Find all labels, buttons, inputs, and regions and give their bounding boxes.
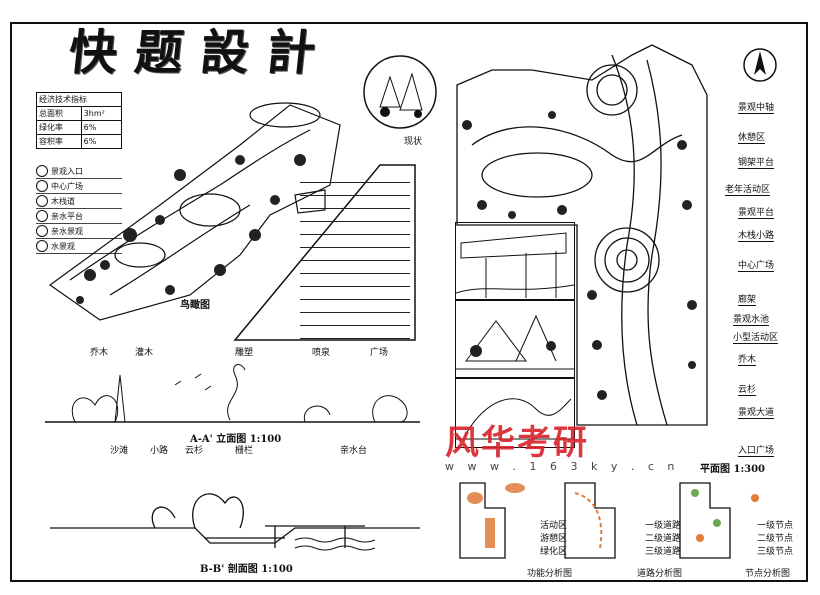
plan-label: 廊架 xyxy=(738,295,757,306)
plan-label: 乔木 xyxy=(738,355,757,366)
section-aa-label: 广场 xyxy=(370,348,389,358)
title-char: 快 xyxy=(66,25,120,81)
node-analysis-caption: 节点分析图 xyxy=(745,569,791,579)
page-title: 快题設計 xyxy=(62,22,332,92)
section-bb-label: 栅栏 xyxy=(235,446,254,456)
legend-symbol-icon xyxy=(36,225,48,237)
function-legend: 活动区 游憩区 绿化区 xyxy=(540,518,567,557)
watermark-logo: 风华考研 xyxy=(445,423,589,463)
table-cell: 6% xyxy=(80,134,123,149)
perspective-sketch-3 xyxy=(455,378,575,448)
title-char: 設 xyxy=(198,25,252,81)
legend-label: 木栈道 xyxy=(51,196,75,206)
section-bb-caption: B-B' 剖面图 1:100 xyxy=(200,564,293,575)
legend-item: 水景观 xyxy=(36,239,122,254)
watermark-url: w w w . 1 6 3 k y . c n xyxy=(445,460,680,473)
section-aa-drawing xyxy=(45,364,420,423)
plan-label: 小型活动区 xyxy=(733,333,779,344)
analysis-legend-item: 一级道路 xyxy=(645,521,682,531)
analysis-legend-item: 活动区 xyxy=(540,521,568,531)
table-cell: 容积率 xyxy=(36,134,82,149)
section-aa-caption: A-A' 立面图 1:100 xyxy=(190,434,282,445)
legend-label: 中心广场 xyxy=(51,181,83,191)
legend: 景观入口 中心广场 木栈道 亲水平台 亲水景观 水景观 xyxy=(36,164,122,254)
plan-label: 中心广场 xyxy=(738,261,775,272)
title-char: 計 xyxy=(264,25,318,81)
design-notes-frame xyxy=(233,164,416,341)
plan-label: 景观平台 xyxy=(738,208,775,219)
section-bb-label: 小路 xyxy=(150,446,169,456)
analysis-legend-item: 二级道路 xyxy=(645,534,682,544)
plan-label: 景观水池 xyxy=(733,315,770,326)
plan-label: 景观中轴 xyxy=(738,103,775,114)
birdseye-caption: 鸟瞰图 xyxy=(180,300,210,311)
legend-label: 亲水景观 xyxy=(51,226,83,236)
plan-label: 休憩区 xyxy=(738,133,766,144)
legend-symbol-icon xyxy=(36,180,48,192)
node-legend: 一级节点 二级节点 三级节点 xyxy=(757,518,793,557)
section-bb-drawing xyxy=(50,493,420,551)
plan-label: 景观大道 xyxy=(738,408,775,419)
analysis-legend-item: 二级节点 xyxy=(757,534,794,544)
section-bb-label: 沙滩 xyxy=(110,446,129,456)
analysis-legend-item: 三级道路 xyxy=(645,547,682,557)
plan-caption: 平面图 1:300 xyxy=(700,464,766,475)
legend-item: 木栈道 xyxy=(36,194,122,209)
analysis-legend-item: 游憩区 xyxy=(540,534,568,544)
section-aa-label: 喷泉 xyxy=(312,348,331,358)
legend-item: 中心广场 xyxy=(36,179,122,194)
site-status-sketch xyxy=(363,55,437,129)
section-aa-label: 雕塑 xyxy=(235,348,254,358)
legend-label: 水景观 xyxy=(51,241,75,251)
legend-symbol-icon xyxy=(36,240,48,252)
perspective-sketch-2 xyxy=(455,300,575,378)
legend-symbol-icon xyxy=(36,165,48,177)
plan-label: 木栈小路 xyxy=(738,231,775,242)
plan-label: 老年活动区 xyxy=(725,185,771,196)
birdseye-view-drawing xyxy=(48,102,341,321)
section-bb-label: 亲水台 xyxy=(340,446,368,456)
legend-item: 亲水平台 xyxy=(36,209,122,224)
legend-label: 景观入口 xyxy=(51,166,83,176)
road-analysis-caption: 道路分析图 xyxy=(637,569,683,579)
title-char: 题 xyxy=(132,25,186,81)
legend-label: 亲水平台 xyxy=(51,211,83,221)
analysis-diagrams xyxy=(459,482,759,559)
perspective-sketch-1 xyxy=(455,222,575,300)
design-notes-lines xyxy=(300,170,410,339)
site-status-label: 现状 xyxy=(404,137,423,147)
road-legend: 一级道路 二级道路 三级道路 xyxy=(645,518,681,557)
legend-item: 景观入口 xyxy=(36,164,122,179)
section-aa-label: 灌木 xyxy=(135,348,154,358)
site-plan-drawing xyxy=(456,44,708,426)
section-aa-label: 乔木 xyxy=(90,348,109,358)
north-arrow-icon xyxy=(743,48,777,82)
plan-label: 云杉 xyxy=(738,385,757,396)
plan-label: 入口广场 xyxy=(738,446,775,457)
legend-symbol-icon xyxy=(36,195,48,207)
analysis-legend-item: 一级节点 xyxy=(757,521,794,531)
analysis-legend-item: 三级节点 xyxy=(757,547,794,557)
plan-label: 钢架平台 xyxy=(738,158,775,169)
legend-item: 亲水景观 xyxy=(36,224,122,239)
section-bb-label: 云杉 xyxy=(185,446,204,456)
function-analysis-caption: 功能分析图 xyxy=(527,569,573,579)
analysis-legend-item: 绿化区 xyxy=(540,547,568,557)
drawing-frame xyxy=(10,22,808,582)
legend-symbol-icon xyxy=(36,210,48,222)
